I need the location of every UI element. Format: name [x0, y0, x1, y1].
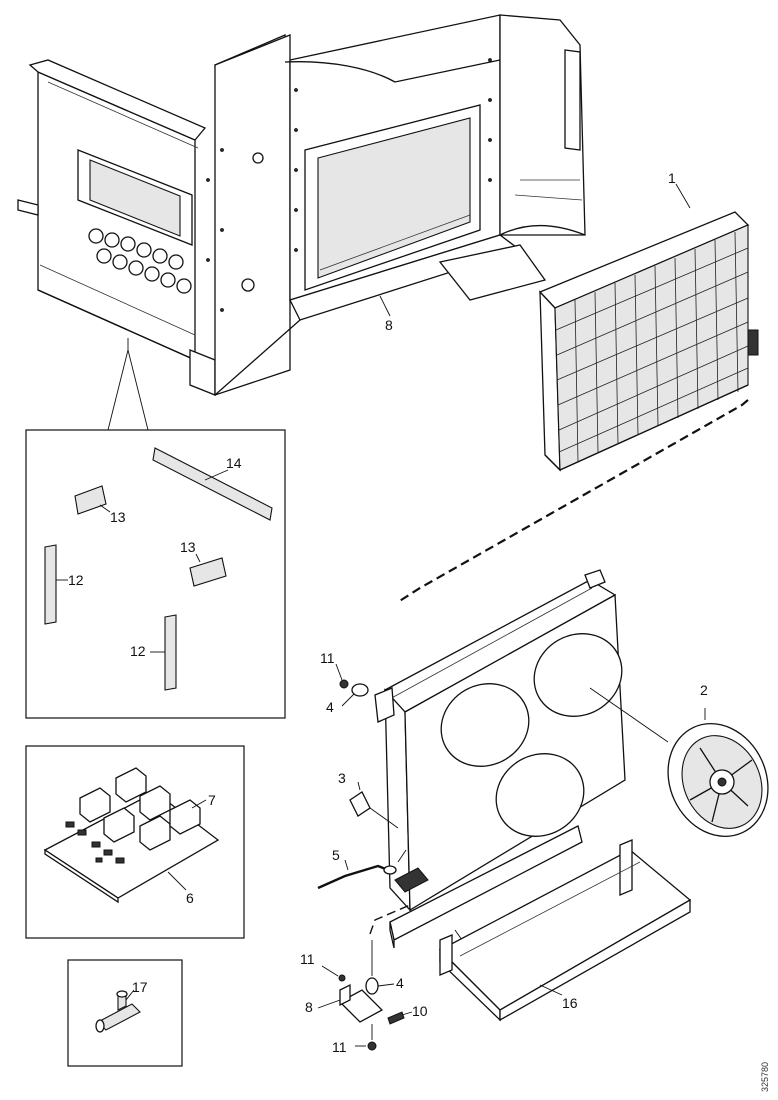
callout-4-top: 4 [326, 699, 334, 715]
rivet-dots [206, 58, 492, 312]
condenser-grid [555, 231, 749, 463]
figure-code: 325780 [760, 1062, 770, 1092]
callout-17: 17 [132, 979, 148, 995]
callout-12-left: 12 [68, 572, 84, 588]
condenser-core [538, 211, 759, 472]
callout-13-top: 13 [110, 509, 126, 525]
relay-board-box: 7 6 [25, 745, 245, 939]
callout-14: 14 [226, 455, 242, 471]
tee-fitting-box: 17 [67, 959, 183, 1067]
callout-13-bottom: 13 [180, 539, 196, 555]
cab-housing-assembly [17, 14, 586, 431]
callout-16: 16 [562, 995, 578, 1011]
callout-1: 1 [668, 170, 676, 186]
callout-5: 5 [332, 847, 340, 863]
callout-4-bottom: 4 [396, 975, 404, 991]
callout-12-right: 12 [130, 643, 146, 659]
gauge-holes [88, 228, 192, 294]
seal-strips-box: 14 13 13 12 12 [25, 429, 286, 719]
callout-3: 3 [338, 770, 346, 786]
drip-tray: 16 [438, 839, 692, 1022]
callout-8-frame: 8 [385, 317, 393, 333]
callout-6: 6 [186, 890, 194, 906]
callout-11-bottom: 11 [332, 1039, 347, 1055]
relays [79, 767, 201, 851]
callout-11-top: 11 [320, 650, 335, 666]
fan-openings [440, 633, 623, 837]
small-parts: 11 4 3 5 8 11 4 10 11 [300, 650, 428, 1055]
callout-10: 10 [412, 1003, 428, 1019]
assembly-path-dashed [397, 399, 749, 603]
board-components [65, 821, 125, 864]
fan-assembly [667, 723, 769, 837]
callout-11-mid: 11 [300, 951, 315, 967]
callout-8-bracket: 8 [305, 999, 313, 1015]
callout-2: 2 [700, 682, 708, 698]
fan-housing-assembly: 15 [369, 569, 626, 951]
callout-7: 7 [208, 792, 216, 808]
